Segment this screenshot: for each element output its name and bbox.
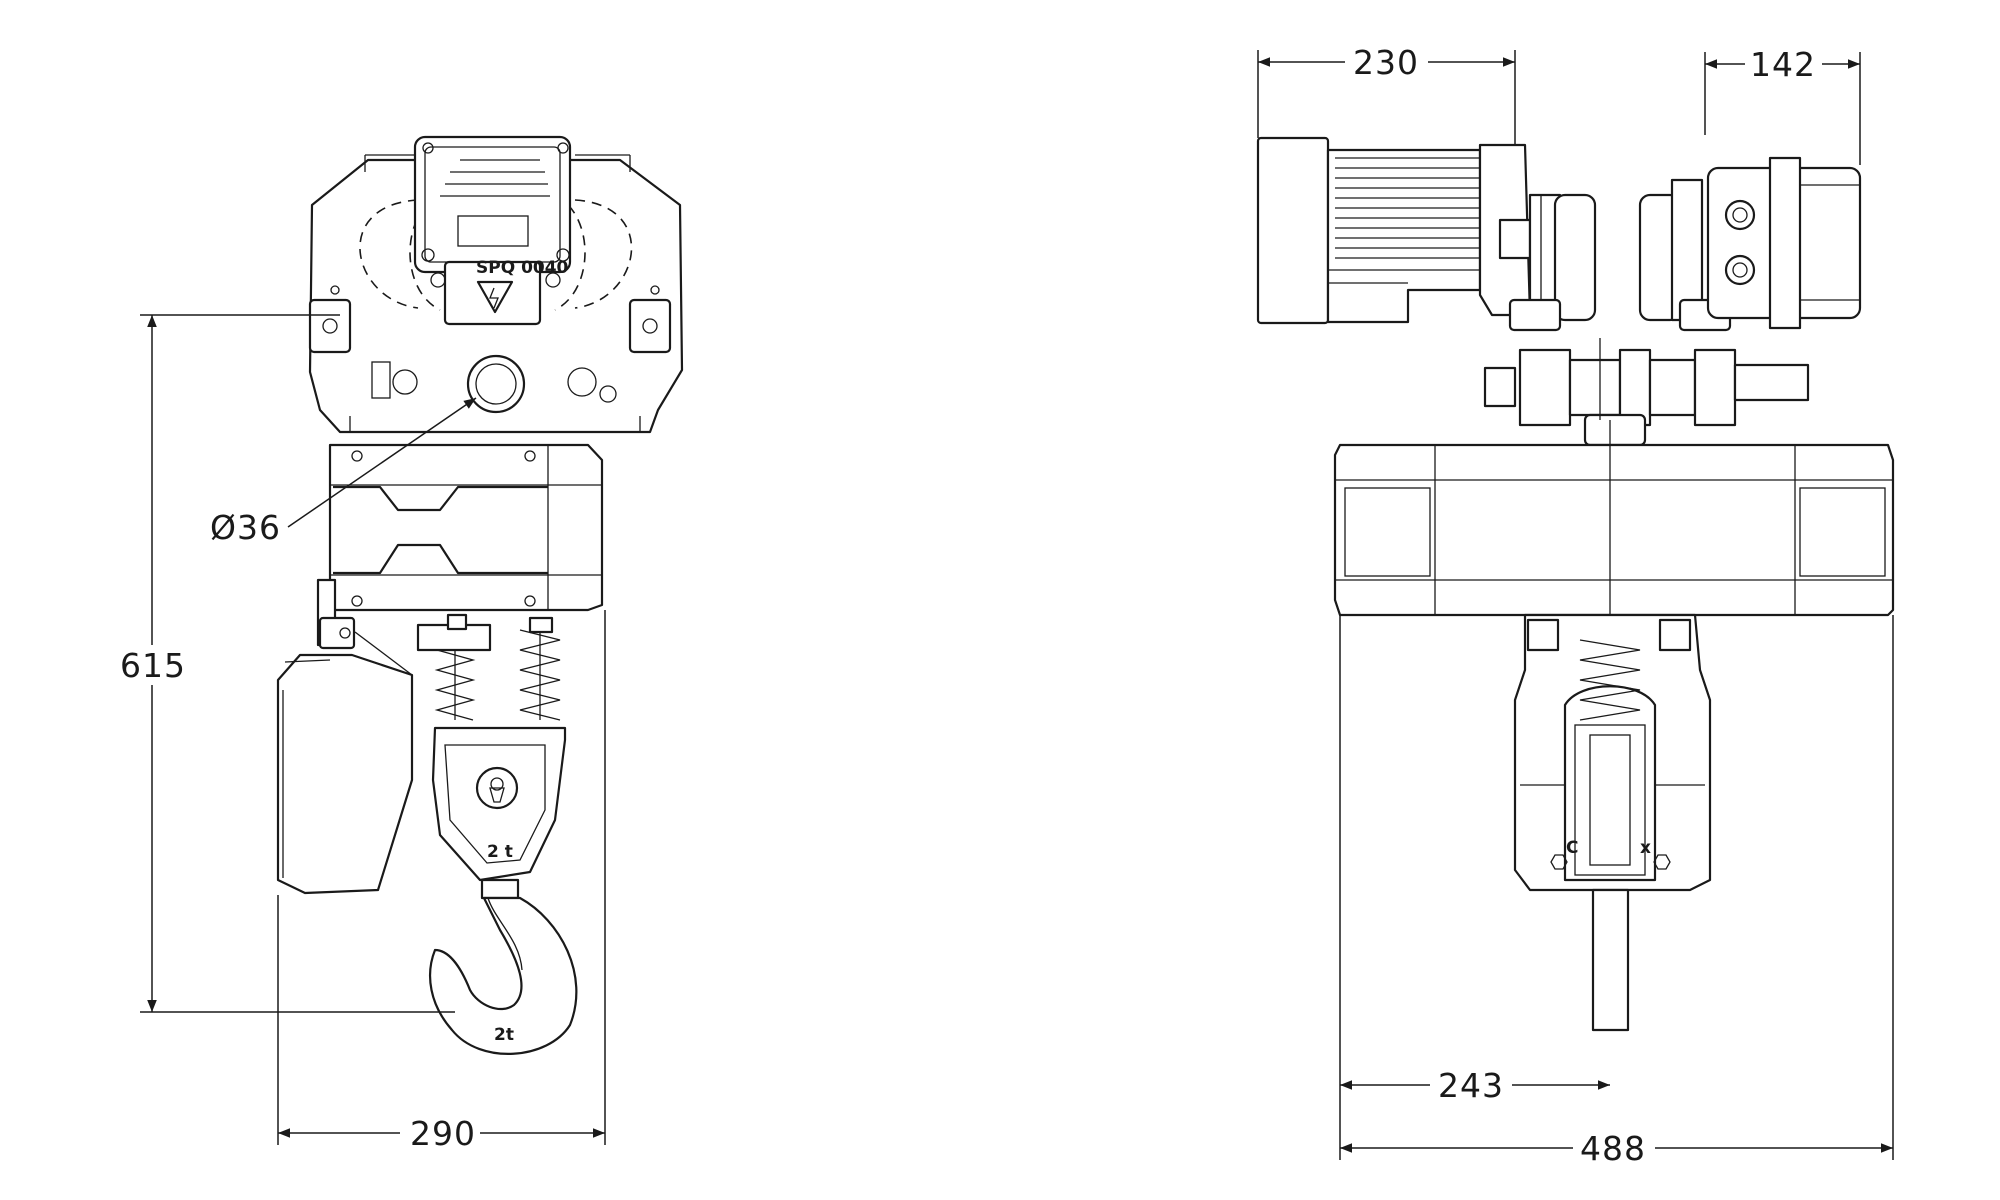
front-view: SPQ 0040: [120, 135, 684, 1153]
side-hook-shank: [1591, 888, 1630, 1032]
hoist-body: [1333, 420, 1895, 1030]
dim-overall-height: 615: [120, 314, 455, 1013]
load-block: 2 t: [431, 726, 567, 882]
trolley-gearbox: [1706, 156, 1862, 330]
hook: 2t: [429, 878, 578, 1055]
dim-gearbox-length-label: 142: [1750, 45, 1816, 84]
dim-centre-offset: 243: [1339, 615, 1610, 1160]
load-block-marking: 2 t: [487, 842, 513, 862]
motor-fins: [1335, 157, 1480, 259]
chain-springs: [416, 613, 561, 721]
side-view: x C 230 142 24: [1256, 43, 1895, 1168]
dim-side-width: 488: [1340, 615, 1894, 1168]
svg-text:C: C: [1566, 838, 1578, 858]
svg-text:SPQ 0040: SPQ 0040: [476, 258, 569, 278]
control-housing: SPQ 0040: [308, 135, 684, 434]
dim-bore-diameter-label: Ø36: [210, 508, 281, 547]
svg-text:x: x: [1640, 838, 1651, 858]
dim-front-width: 290: [277, 610, 606, 1153]
dim-gearbox-length: 142: [1704, 45, 1861, 165]
dim-overall-height-label: 615: [120, 646, 186, 685]
trolley-wheels: [1483, 178, 1810, 447]
dim-motor-length: 230: [1257, 43, 1516, 145]
dim-side-width-label: 488: [1580, 1129, 1646, 1168]
trolley-motor: [1256, 136, 1532, 325]
dim-front-width-label: 290: [410, 1114, 476, 1153]
chain-bag: [276, 578, 414, 895]
dim-centre-offset-label: 243: [1438, 1066, 1504, 1105]
hoist-lower-housing: x C: [1513, 613, 1712, 892]
dim-bore-diameter: Ø36: [210, 397, 477, 547]
hook-marking: 2t: [494, 1025, 514, 1045]
dim-motor-length-label: 230: [1353, 43, 1419, 82]
